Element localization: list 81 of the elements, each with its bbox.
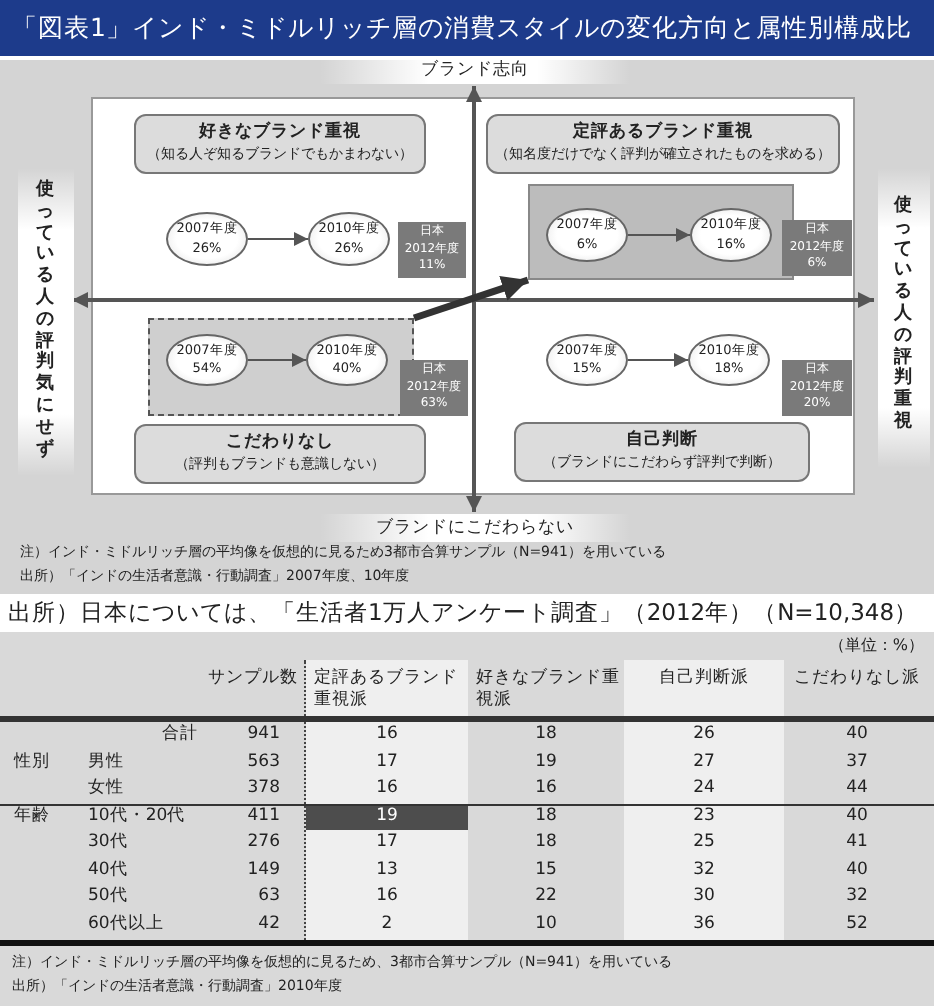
table-cell-text: 22 <box>533 884 559 910</box>
table-cell-text: 17 <box>374 830 400 856</box>
table-cell-text: 149 <box>245 857 282 883</box>
table-cell-text: 16 <box>533 776 559 802</box>
table-cell-text: 563 <box>245 749 282 775</box>
year-ellipse <box>166 334 248 386</box>
row-header: 年齢 <box>12 803 52 829</box>
column-header: 定評あるブランド重視派 <box>314 668 460 712</box>
category-box <box>514 422 810 482</box>
table-cell-text: 42 <box>256 911 282 937</box>
year-ellipse <box>546 208 628 262</box>
row-header: 30代 <box>86 830 130 856</box>
table-cell-text: 44 <box>844 776 870 802</box>
year-ellipse <box>690 208 772 262</box>
category-box <box>134 424 426 484</box>
table-cell-text: 2 <box>379 911 395 937</box>
table-cell-text: 15 <box>533 857 559 883</box>
category-box <box>486 114 840 174</box>
japan-value-box <box>782 360 852 416</box>
column-header: 自己判断派 <box>657 668 751 690</box>
table-cell-text: 18 <box>533 830 559 856</box>
column-header: 好きなブランド重視派 <box>476 668 620 712</box>
table-cell-text: 17 <box>374 749 400 775</box>
table-cell-text: 18 <box>533 722 559 748</box>
table-cell-text: 16 <box>374 776 400 802</box>
table-cell-text: 27 <box>691 749 717 775</box>
arrow <box>627 353 689 367</box>
source-text: 出所）日本については、「生活者1万人アンケート調査」（2012年）（N=10,348） <box>8 598 921 628</box>
table-cell-text: 40 <box>844 803 870 829</box>
title: 「図表1」インド・ミドルリッチ層の消費スタイルの変化方向と属性別構成比 <box>0 0 934 56</box>
table-cell-text: 41 <box>844 830 870 856</box>
row-header: 合計 <box>160 722 200 748</box>
column-header: サンプル数 <box>206 668 300 690</box>
japan-value-box <box>400 360 468 416</box>
table-cell-text: 24 <box>691 776 717 802</box>
row-header: 40代 <box>86 857 130 883</box>
table-cell-text: 26 <box>691 722 717 748</box>
arrow <box>412 275 530 322</box>
category-box <box>134 114 426 174</box>
row-header: 50代 <box>86 884 130 910</box>
table-cell-text: 37 <box>844 749 870 775</box>
table-cell-text: 18 <box>533 803 559 829</box>
axis-label: 使っている人の評判重視 <box>878 168 930 468</box>
table-cell-text: 276 <box>245 830 282 856</box>
category-title: 好きなブランド重視 <box>199 122 361 144</box>
table-cell-text: 16 <box>374 884 400 910</box>
axis-label: 使っている人の評判気にせず <box>18 168 74 476</box>
table-cell-text: 32 <box>691 857 717 883</box>
row-header: 男性 <box>86 749 126 775</box>
table-cell-text: 25 <box>691 830 717 856</box>
arrow <box>247 232 309 246</box>
arrow <box>247 353 307 367</box>
unit-label: （単位：%） <box>826 636 924 656</box>
column-header: こだわりなし派 <box>792 668 922 690</box>
table-cell-text: 16 <box>374 722 400 748</box>
table-cell-text: 23 <box>691 803 717 829</box>
row-header: 性別 <box>11 749 52 775</box>
table-cell-text: 63 <box>256 884 282 910</box>
table-cell-text: 36 <box>691 911 717 937</box>
arrow <box>627 228 691 242</box>
table-cell-text: 10 <box>533 911 559 937</box>
row-header: 女性 <box>86 776 126 802</box>
japan-value-box <box>398 222 466 278</box>
table-cell-text: 19 <box>533 749 559 775</box>
category-title: 定評あるブランド重視 <box>573 122 753 144</box>
table-cell-text: 13 <box>374 857 400 883</box>
japan-value-box <box>782 220 852 276</box>
table-cell-text: 40 <box>844 722 870 748</box>
table-cell-text: 40 <box>844 857 870 883</box>
year-ellipse <box>306 334 388 386</box>
category-title: こだわりなし <box>226 432 334 454</box>
table-cell-text: 30 <box>691 884 717 910</box>
table-cell-text: 32 <box>844 884 870 910</box>
table-cell-text: 52 <box>844 911 870 937</box>
table-cell-text: 411 <box>245 803 282 829</box>
category-title: 自己判断 <box>626 430 698 452</box>
table-cell-text: 378 <box>245 776 282 802</box>
table-cell-text: 941 <box>245 722 282 748</box>
row-header: 10代・20代 <box>86 803 188 829</box>
row-header: 60代以上 <box>86 911 166 937</box>
highlight-box <box>528 184 794 280</box>
